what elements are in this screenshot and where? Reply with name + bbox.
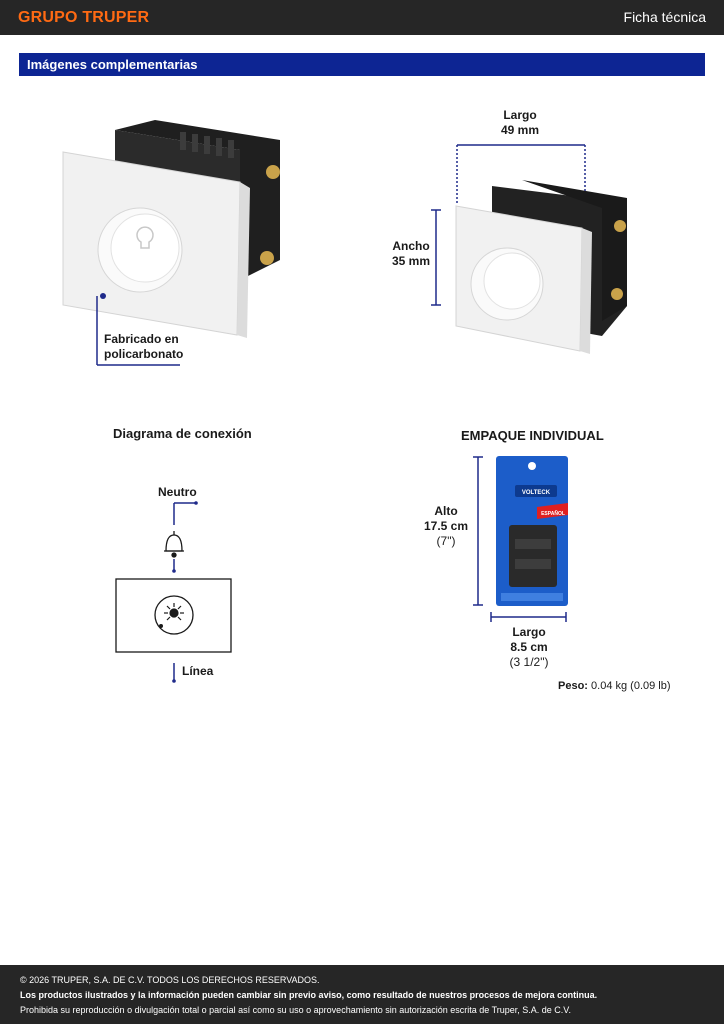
weight-label: Peso: — [558, 680, 588, 692]
height-dimension-label: Alto 17.5 cm (7") — [421, 504, 471, 549]
height-inches: (7") — [436, 534, 456, 548]
width-label: Ancho — [392, 239, 430, 253]
width-dimension-label: Ancho 35 mm — [388, 239, 434, 269]
footer-prohibition: Prohibida su reproducción o divulgación … — [20, 1005, 571, 1015]
material-callout-line — [96, 296, 180, 366]
package-length-inches: (3 1/2") — [509, 655, 549, 669]
height-value: 17.5 cm — [423, 519, 469, 533]
dimmer-product-illustration — [62, 120, 280, 338]
packaging-dimension-lines — [473, 456, 567, 622]
length-value: 49 mm — [500, 123, 540, 137]
package-length-value: 8.5 cm — [510, 640, 548, 654]
connection-diagram-title: Diagrama de conexión — [113, 426, 252, 441]
section-header: Imágenes complementarias — [19, 53, 705, 76]
package-length-label: Largo — [512, 625, 546, 639]
dimmer-dimensions-illustration — [455, 180, 627, 354]
weight-info: Peso: 0.04 kg (0.09 lb) — [558, 679, 671, 694]
weight-value: 0.04 kg (0.09 lb) — [591, 680, 671, 692]
brand-logo: GRUPO TRUPER — [18, 9, 150, 26]
top-bar: GRUPO TRUPER Ficha técnica — [0, 0, 724, 35]
width-value: 35 mm — [391, 254, 431, 268]
line-label: Línea — [182, 664, 214, 678]
document-type: Ficha técnica — [623, 9, 706, 25]
footer: © 2026 TRUPER, S.A. DE C.V. TODOS LOS DE… — [0, 965, 724, 1024]
package-length-dimension-label: Largo 8.5 cm (3 1/2") — [503, 625, 555, 670]
material-label-line1: Fabricado en — [104, 332, 179, 346]
product-photo — [55, 110, 295, 350]
bag-language-tag: ESPAÑOL — [541, 510, 565, 517]
height-label: Alto — [434, 504, 458, 518]
dimmer-light-icon — [164, 603, 184, 621]
lamp-icon — [164, 531, 184, 558]
packaging-photo: VOLTECK ESPAÑOL — [495, 455, 569, 607]
packaging-title: EMPAQUE INDIVIDUAL — [461, 428, 604, 443]
dimensions-photo — [452, 176, 637, 354]
bag-brand-text: VOLTECK — [522, 490, 551, 496]
length-dimension-label: Largo 49 mm — [495, 108, 545, 138]
footer-copyright: © 2026 TRUPER, S.A. DE C.V. TODOS LOS DE… — [20, 975, 320, 985]
length-label: Largo — [503, 108, 537, 122]
material-label-line2: policarbonato — [104, 347, 184, 361]
connection-diagram — [115, 501, 232, 683]
section-title: Imágenes complementarias — [27, 57, 198, 72]
neutral-label: Neutro — [158, 485, 197, 499]
material-label: Fabricado en policarbonato — [104, 332, 183, 362]
footer-notice: Los productos ilustrados y la informació… — [20, 990, 598, 1000]
blister-pack-illustration: VOLTECK ESPAÑOL — [496, 456, 568, 606]
